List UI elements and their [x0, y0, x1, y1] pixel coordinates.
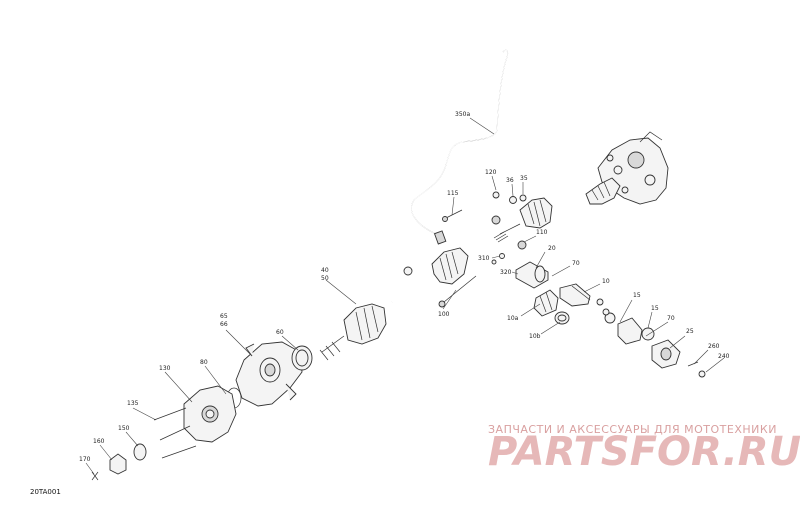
watermark-subtitle: ЗАПЧАСТИ И АКСЕССУАРЫ ДЛЯ МОТОТЕХНИКИ [488, 423, 777, 436]
callout-115: 115 [447, 190, 459, 197]
callout-66: 66 [220, 321, 228, 328]
callout-320: 320 [500, 269, 512, 276]
callout-25: 25 [686, 328, 694, 335]
callout-160: 160 [93, 438, 105, 445]
differential-housing [597, 131, 669, 205]
axle-nut-hardware [91, 443, 147, 481]
callout-70-lower: 70 [667, 315, 675, 322]
callout-50: 50 [321, 275, 329, 282]
inner-driveshaft-right [493, 177, 621, 243]
leader-lines [85, 117, 725, 475]
callout-labels: 350a 120 36 35 115 110 20 310 320 70 10 … [79, 111, 730, 463]
callout-10b: 10b [529, 333, 541, 340]
callout-20: 20 [548, 245, 556, 252]
watermark: ЗАПЧАСТИ И АКСЕССУАРЫ ДЛЯ МОТОТЕХНИКИ PA… [488, 423, 800, 475]
callout-15-right: 15 [651, 305, 659, 312]
bearing-stack [515, 261, 706, 378]
diagram-reference-code: 20TA001 [30, 488, 61, 496]
callout-60: 60 [276, 329, 284, 336]
callout-150: 150 [118, 425, 130, 432]
callout-310: 310 [478, 255, 490, 262]
callout-240: 240 [718, 353, 730, 360]
callout-10: 10 [602, 278, 610, 285]
callout-120: 120 [485, 169, 497, 176]
watermark-brand: PARTSFOR.RU [488, 429, 800, 475]
callout-10a: 10a [507, 315, 519, 322]
callout-110: 110 [536, 229, 548, 236]
callout-35: 35 [520, 175, 528, 182]
main-driveshaft [319, 247, 469, 361]
callout-65: 65 [220, 313, 228, 320]
callout-170: 170 [79, 456, 91, 463]
callout-135: 135 [127, 400, 139, 407]
breather-hose [411, 49, 509, 245]
wheel-hub [153, 385, 237, 459]
callout-15-left: 15 [633, 292, 641, 299]
callout-80: 80 [200, 359, 208, 366]
callout-36: 36 [506, 177, 514, 184]
bolts [438, 209, 477, 308]
callout-40: 40 [321, 267, 329, 274]
small-hardware-top [491, 191, 527, 265]
callout-260: 260 [708, 343, 720, 350]
callout-350a: 350a [455, 111, 470, 118]
callout-130: 130 [159, 365, 171, 372]
callout-100: 100 [438, 311, 450, 318]
callout-70-upper: 70 [572, 260, 580, 267]
knuckle-assembly [226, 341, 313, 409]
